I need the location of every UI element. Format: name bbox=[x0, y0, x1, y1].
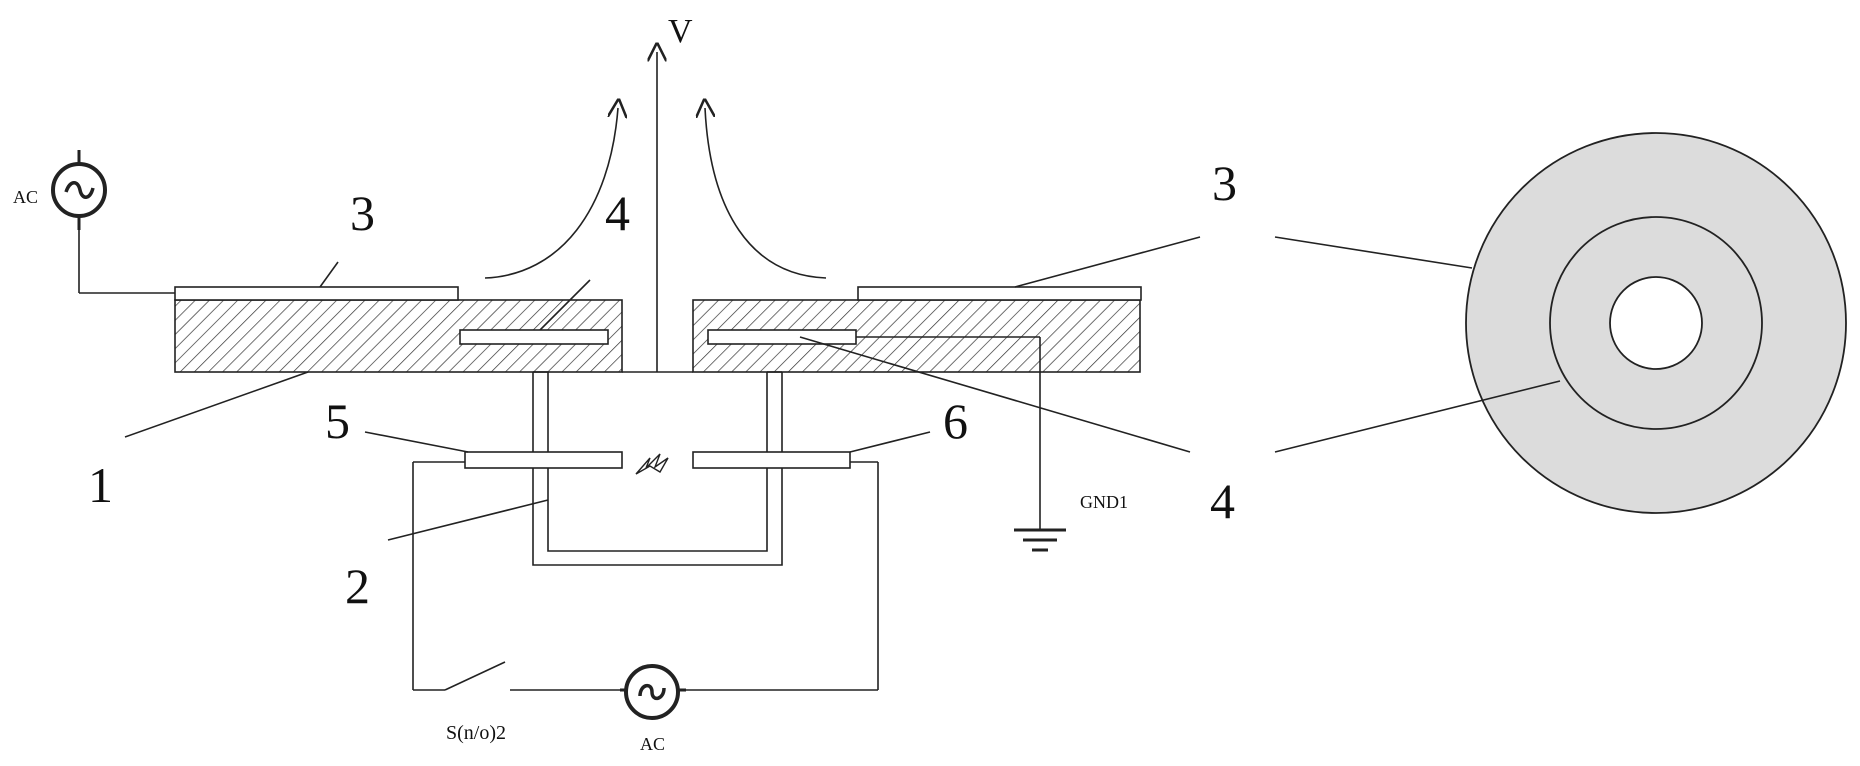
label-6: 6 bbox=[943, 393, 968, 449]
label-5: 5 bbox=[325, 393, 350, 449]
label-3-right: 3 bbox=[1212, 155, 1237, 211]
ac-label-top: AC bbox=[13, 187, 38, 207]
ac-label-bottom: AC bbox=[640, 734, 665, 754]
ring-leader-inner bbox=[1274, 380, 1561, 453]
flow-arrow-left bbox=[484, 108, 618, 279]
spark-icon bbox=[635, 453, 669, 475]
label-2: 2 bbox=[345, 558, 370, 614]
velocity-label: V bbox=[668, 13, 693, 50]
flow-arrow-right bbox=[705, 108, 827, 279]
label-3-left: 3 bbox=[350, 185, 375, 241]
ring-leader-outer bbox=[1274, 236, 1473, 269]
embedded-electrode-right bbox=[707, 329, 857, 345]
ring-top-view bbox=[1465, 132, 1847, 514]
ac-source-bottom-icon bbox=[620, 664, 686, 720]
switch-label: S(n/o)2 bbox=[446, 722, 506, 744]
gnd-label: GND1 bbox=[1080, 492, 1128, 512]
switch-icon bbox=[444, 661, 533, 691]
top-electrode-left bbox=[174, 286, 459, 301]
top-electrode-right bbox=[857, 286, 1142, 301]
label-1: 1 bbox=[88, 457, 113, 513]
embedded-electrode-left bbox=[459, 329, 609, 345]
spark-electrode-right bbox=[692, 451, 851, 469]
label-4-right: 4 bbox=[1210, 473, 1235, 529]
spark-electrode-left bbox=[464, 451, 623, 469]
ground-icon bbox=[1014, 528, 1066, 552]
label-4-center: 4 bbox=[605, 185, 630, 241]
ac-source-top-icon bbox=[51, 150, 107, 230]
